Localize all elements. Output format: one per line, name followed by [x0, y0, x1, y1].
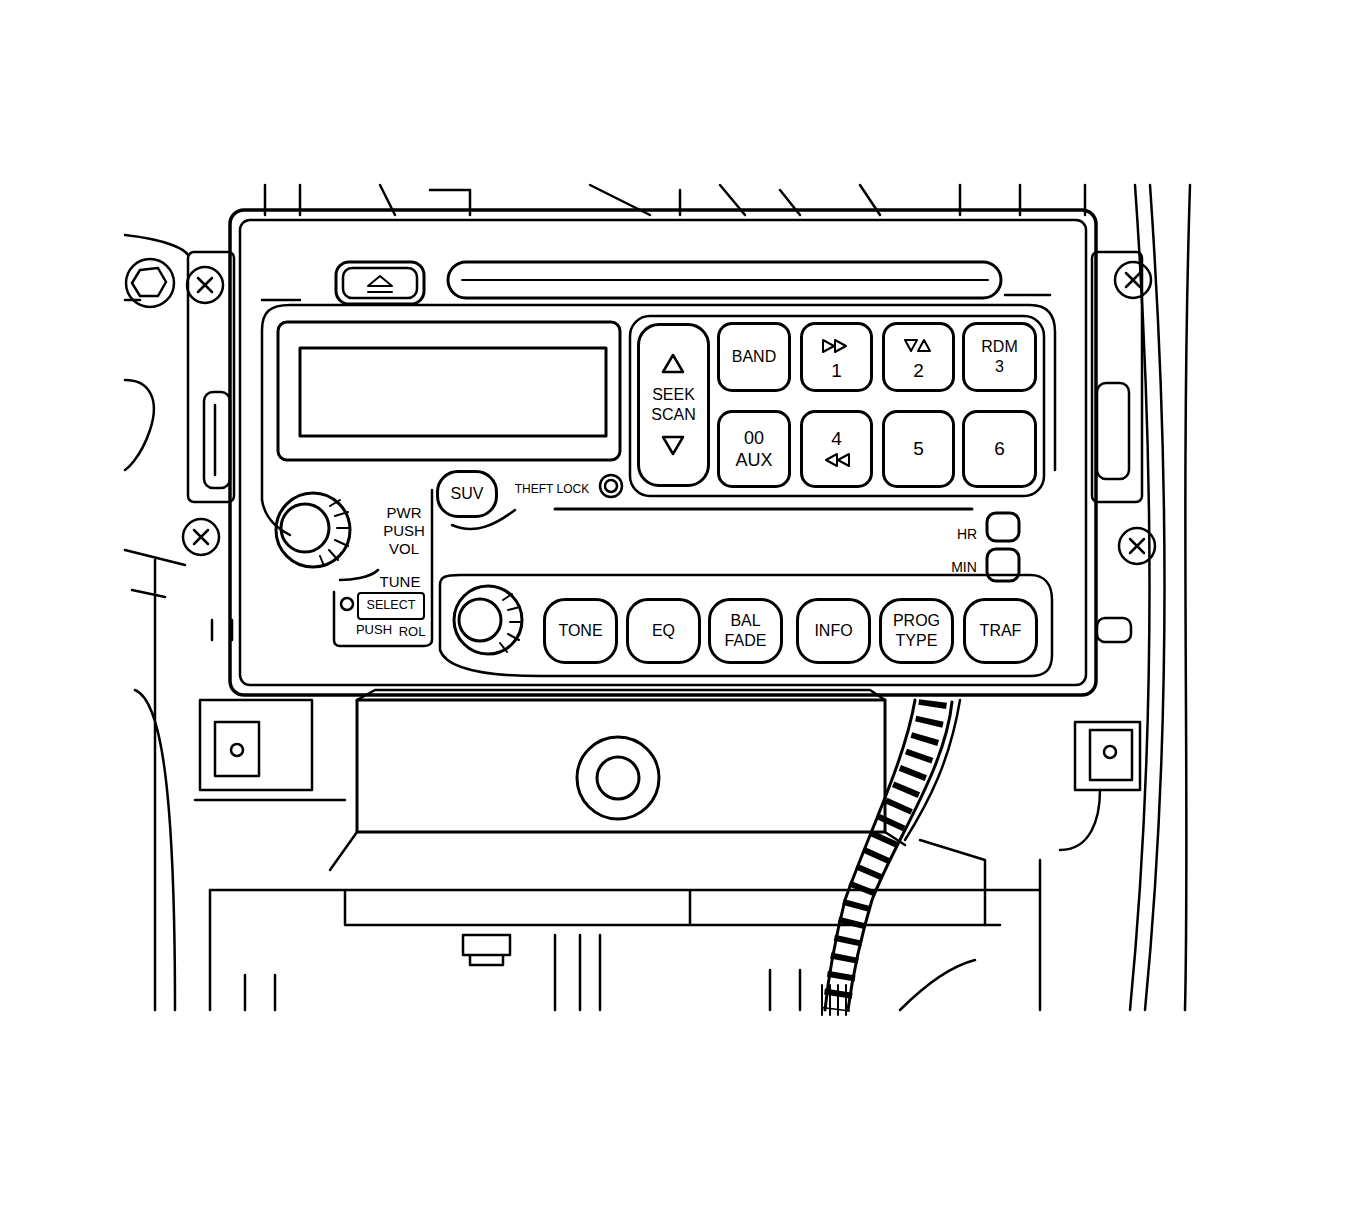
panel-label: PUSH: [356, 622, 392, 638]
button-label: TONE: [558, 621, 602, 641]
button-label: EQ: [652, 621, 675, 641]
panel-label: THEFT LOCK: [515, 482, 589, 496]
radio-button: 5: [882, 410, 955, 488]
radio-button: BAND: [717, 322, 791, 392]
button-label: PROG: [893, 611, 940, 631]
button-label: FADE: [725, 631, 767, 651]
radio-button: 2: [882, 322, 955, 392]
button-label: TYPE: [896, 631, 938, 651]
radio-button: PROGTYPE: [879, 598, 954, 664]
button-label: AUX: [735, 449, 772, 472]
button-label: 5: [913, 437, 924, 461]
panel-label: HR: [957, 526, 977, 543]
radio-button: 6: [962, 410, 1037, 488]
button-label: SELECT: [367, 598, 416, 614]
radio-button: BALFADE: [708, 598, 783, 664]
radio-button: RDM3: [962, 322, 1037, 392]
radio-button: TONE: [543, 598, 618, 664]
button-label: 2: [913, 359, 924, 383]
radio-button: 00AUX: [717, 410, 791, 488]
panel-label: MIN: [951, 559, 977, 576]
button-label: 4: [831, 427, 842, 451]
button-label: SUV: [451, 484, 484, 504]
radio-button: 4: [800, 410, 873, 488]
button-label: RDM: [981, 337, 1017, 357]
panel-label: PWR PUSH VOL: [383, 504, 425, 558]
button-label: 00: [744, 427, 764, 450]
button-label: 6: [994, 437, 1005, 461]
radio-button: EQ: [626, 598, 701, 664]
radio-button: SUV: [436, 470, 498, 518]
button-label: BAND: [732, 347, 776, 367]
button-label: 1: [831, 359, 842, 383]
panel-label: ROL: [399, 624, 426, 640]
radio-button: 1: [800, 322, 873, 392]
button-label: SEEK: [652, 385, 695, 405]
radio-button: SEEKSCAN: [637, 323, 710, 487]
radio-button: TRAF: [963, 598, 1038, 664]
radio-button: SELECT: [357, 592, 425, 620]
button-label: TRAF: [980, 621, 1022, 641]
button-label: INFO: [814, 621, 852, 641]
button-label: 3: [995, 357, 1004, 377]
button-label: BAL: [730, 611, 760, 631]
button-label: SCAN: [651, 405, 695, 425]
panel-label: TUNE: [380, 573, 421, 591]
radio-button: INFO: [796, 598, 871, 664]
